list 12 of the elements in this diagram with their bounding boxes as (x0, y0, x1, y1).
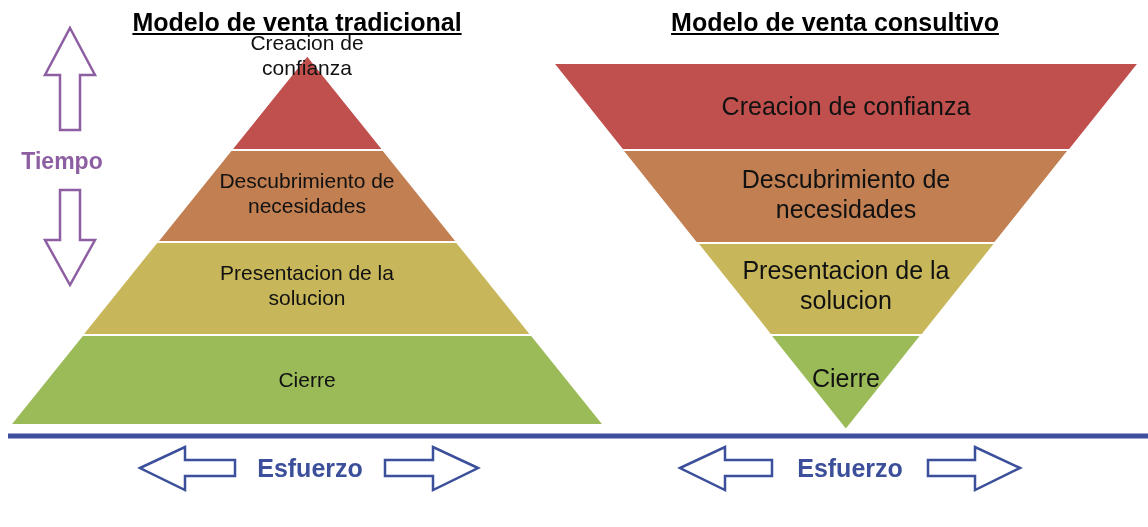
axis-label: Esfuerzo (257, 454, 363, 483)
axis-label: Tiempo (21, 148, 103, 175)
layer-label: Presentacion de la solucion (220, 261, 394, 310)
layer-label: Cierre (811, 364, 880, 392)
layer-label: Descubrimiento de necesidades (741, 165, 951, 223)
layer-label: Presentacion de la solucion (742, 256, 950, 314)
section-heading: Modelo de venta consultivo (671, 8, 999, 37)
section-heading: Modelo de venta tradicional (132, 8, 462, 36)
axis-label: Esfuerzo (797, 454, 903, 483)
layer-label: Descubrimiento de necesidades (219, 169, 395, 218)
layer-label: Creacion de confianza (721, 92, 971, 120)
layer-label: Cierre (278, 368, 336, 391)
